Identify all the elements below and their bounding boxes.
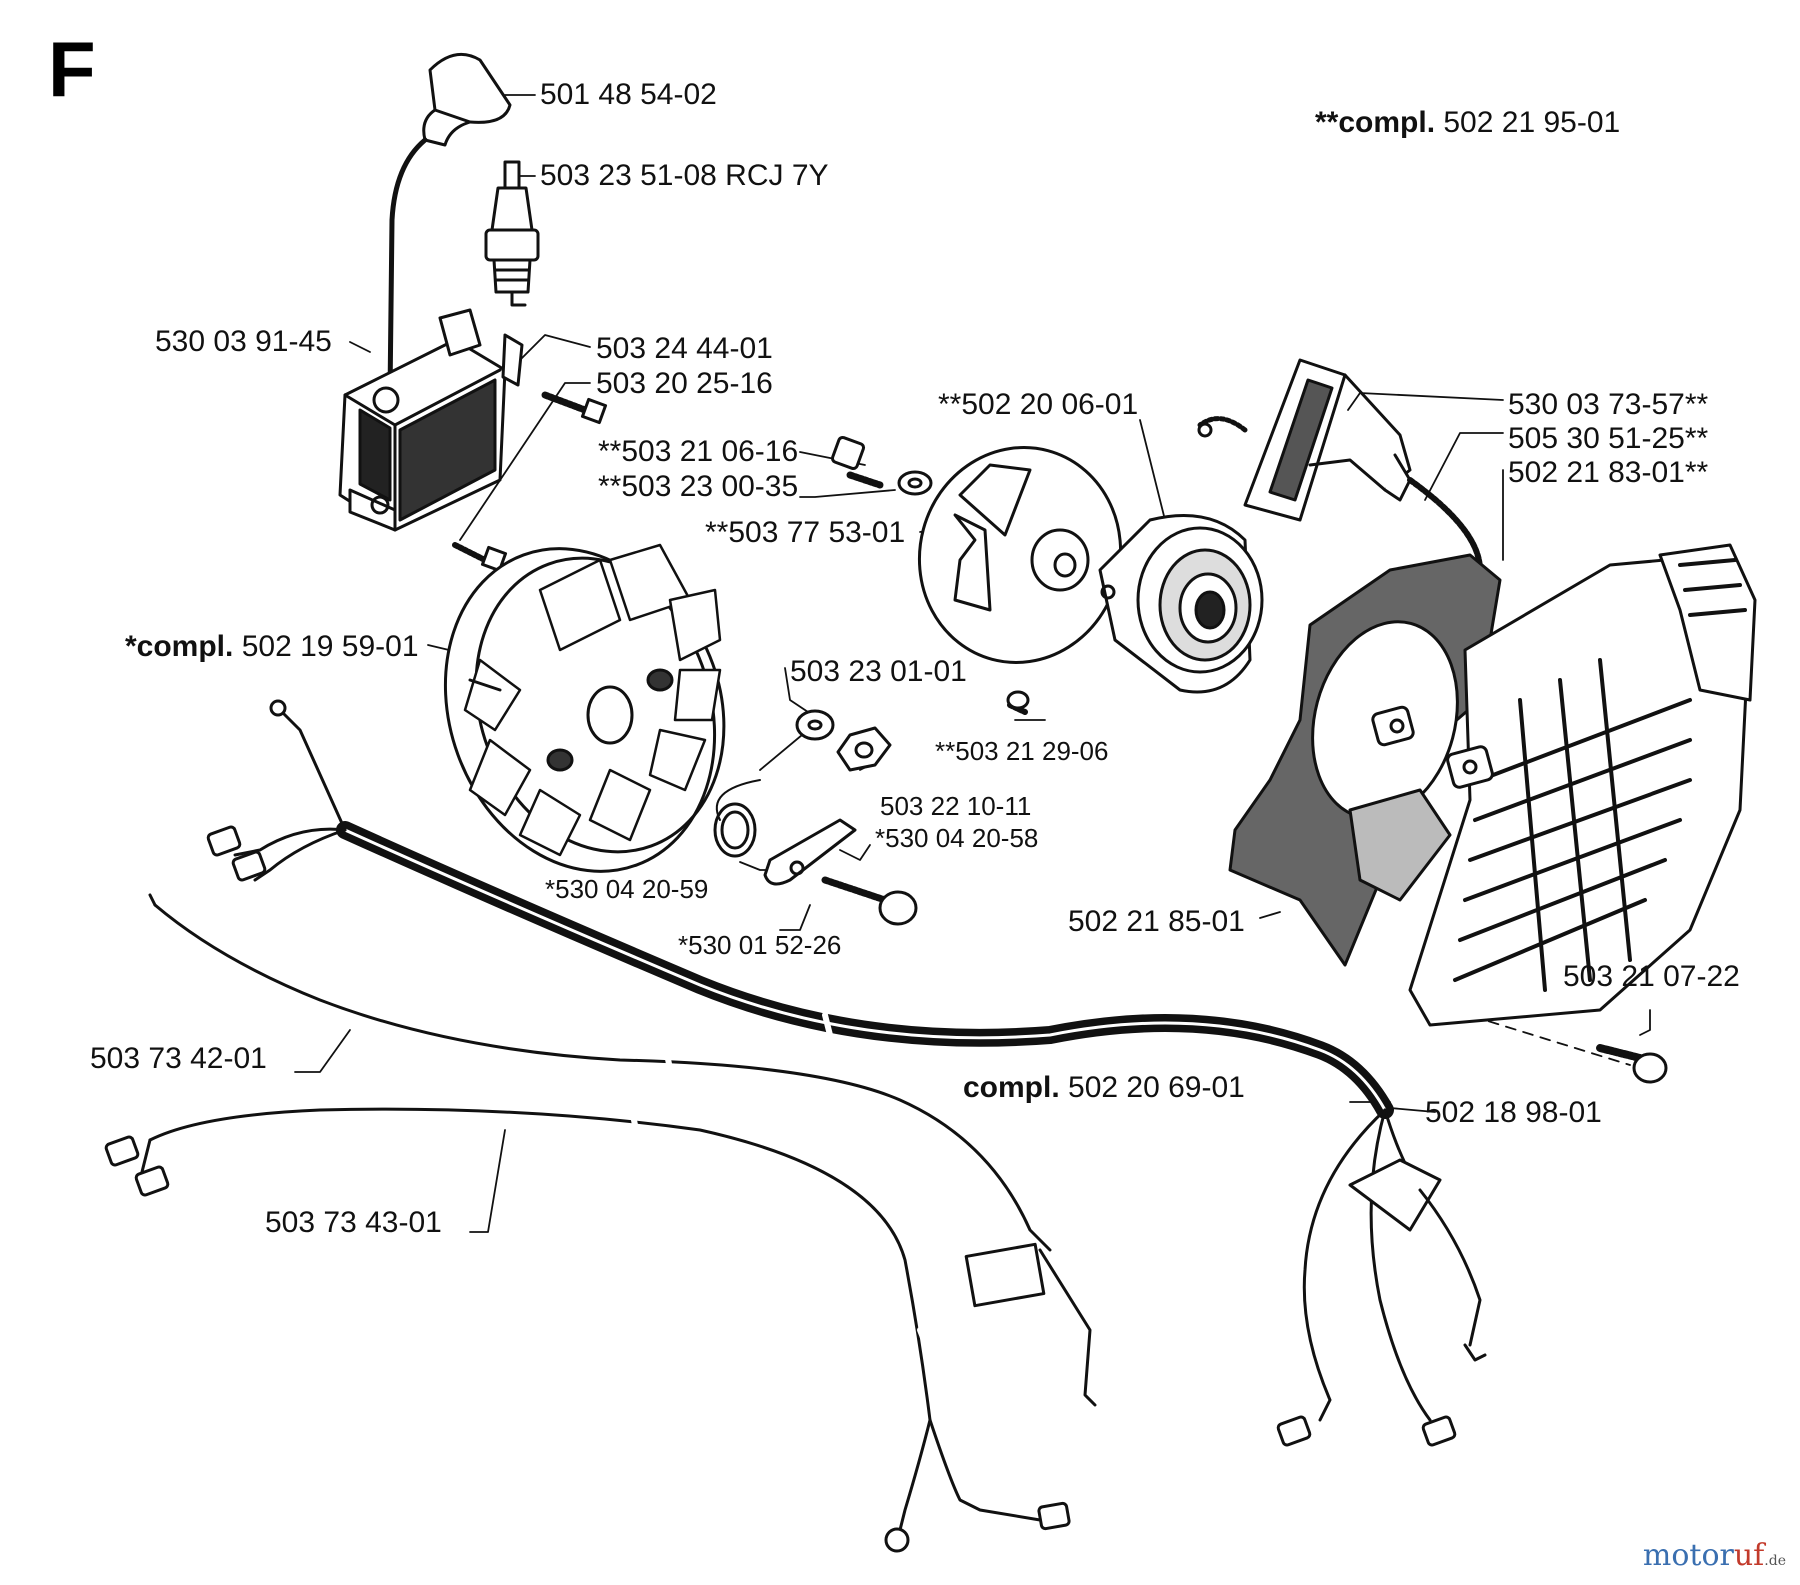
label-module-screw: 503 20 25-16 xyxy=(596,367,773,400)
label-rewind-spring: **502 20 06-01 xyxy=(938,388,1139,421)
label-plug-cap: 501 48 54-02 xyxy=(540,78,717,111)
label-starter-housing: 502 21 83-01** xyxy=(1508,456,1709,489)
label-pulley-washer: **503 23 00-35 xyxy=(598,470,799,503)
flywheel-assembly-number: 502 19 59-01 xyxy=(241,630,419,663)
flywheel-drawing xyxy=(443,543,726,873)
cable-assembly-number: 502 20 69-01 xyxy=(1068,1071,1245,1104)
label-housing-screw: **503 21 29-06 xyxy=(935,736,1109,766)
label-flywheel-nut: 503 22 10-11 xyxy=(880,791,1032,821)
spark-plug-drawing xyxy=(484,160,540,307)
label-pawl: *530 04 20-58 xyxy=(875,823,1039,853)
watermark-logo: motoruf.de xyxy=(1643,1541,1786,1571)
starter-pulley-drawing xyxy=(917,446,1123,664)
main-cable-drawing xyxy=(206,699,1394,1119)
label-flywheel-washer: 503 23 01-01 xyxy=(790,655,967,688)
housing-screw-drawing xyxy=(1006,690,1030,715)
flywheel-hardware-drawing xyxy=(713,709,918,926)
label-pawl-spring: *530 04 20-59 xyxy=(545,874,709,904)
cable-2-drawing xyxy=(104,1097,1071,1553)
label-starter-pulley: **503 77 53-01 xyxy=(705,516,906,549)
label-short-circuit-cable: 503 73 42-01 xyxy=(90,1042,267,1075)
cover-screw-drawing xyxy=(1596,1044,1668,1084)
label-handle: 530 03 73-57** xyxy=(1508,388,1709,421)
cable-assembly-prefix: compl. xyxy=(963,1071,1060,1104)
right-harness-drawing xyxy=(1276,1108,1487,1447)
label-starter-assembly: **compl. 502 21 95-01 xyxy=(1315,108,1620,138)
ignition-module-drawing xyxy=(338,308,524,532)
label-flywheel-assembly: *compl. 502 19 59-01 xyxy=(125,632,419,662)
label-spark-plug: 503 23 51-08 RCJ 7Y xyxy=(540,159,829,192)
label-pawl-screw: *530 01 52-26 xyxy=(678,930,842,960)
module-screws-drawing xyxy=(452,391,933,573)
section-letter: F xyxy=(48,25,96,113)
rewind-spring-drawing xyxy=(1098,514,1264,694)
label-cover-screw: 503 21 07-22 xyxy=(1563,960,1740,993)
label-cable-2: 503 73 43-01 xyxy=(265,1206,442,1239)
plug-cap-drawing xyxy=(387,52,512,398)
label-ignition-module: 530 03 91-45 xyxy=(155,325,332,358)
starter-housing-drawing xyxy=(1228,543,1757,1027)
watermark-part1: motor xyxy=(1642,1538,1734,1573)
label-cable-3: 502 18 98-01 xyxy=(1425,1096,1602,1129)
label-pulley-screw: **503 21 06-16 xyxy=(598,435,799,468)
watermark-suffix: .de xyxy=(1764,1553,1786,1569)
starter-assembly-prefix: **compl. xyxy=(1315,106,1436,139)
cable-1-drawing xyxy=(148,893,1097,1407)
watermark-part2: uf xyxy=(1733,1538,1765,1573)
flywheel-assembly-prefix: *compl. xyxy=(125,630,234,663)
starter-assembly-number: 502 21 95-01 xyxy=(1443,106,1621,139)
label-terminal: 503 24 44-01 xyxy=(596,332,773,365)
label-starter-rope: 505 30 51-25** xyxy=(1508,422,1709,455)
label-gasket-plate: 502 21 85-01 xyxy=(1068,905,1245,938)
label-cable-assembly: compl. 502 20 69-01 xyxy=(963,1073,1245,1103)
